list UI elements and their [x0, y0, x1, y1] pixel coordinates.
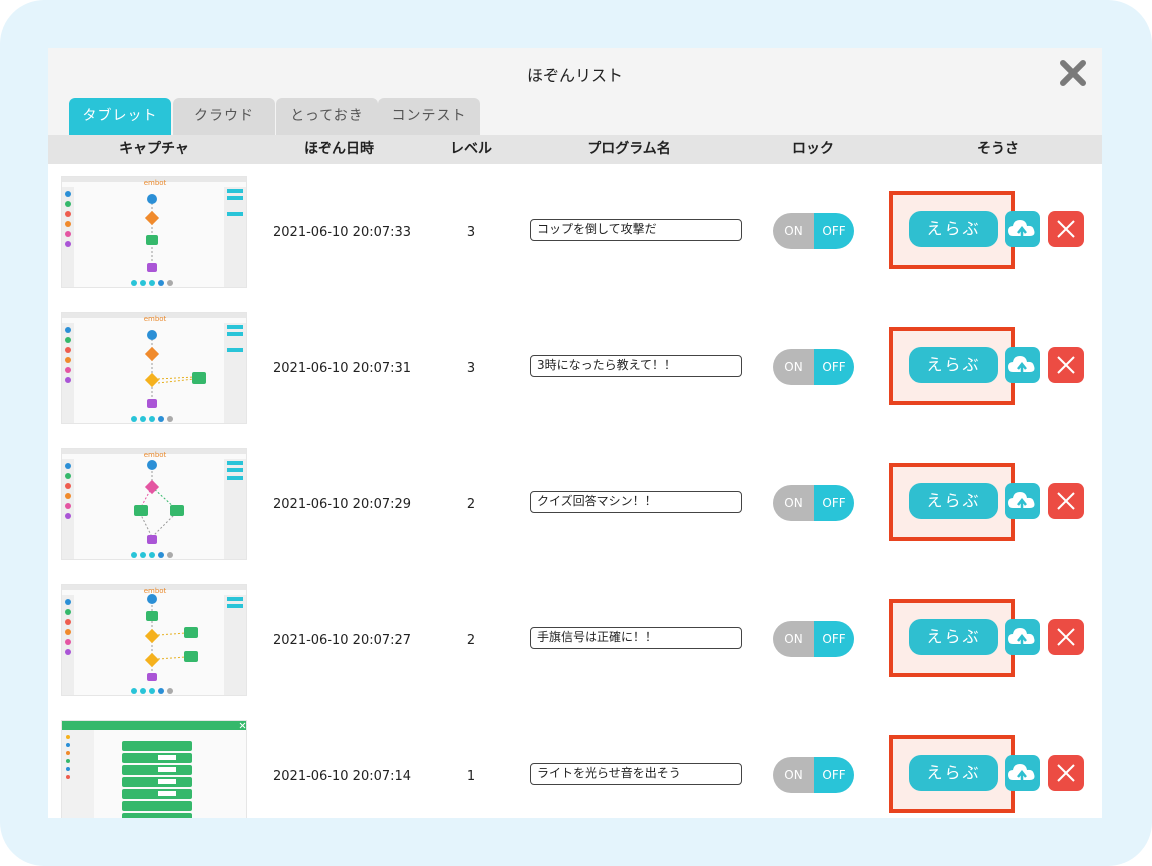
- tab-cloud[interactable]: クラウド: [173, 98, 275, 135]
- table-row: 2021-06-10 20:07:14 1 ライトを光らせ音を出そう ON OF…: [48, 709, 1102, 818]
- embot-logo: embot: [144, 179, 167, 187]
- select-button[interactable]: えらぶ: [909, 483, 998, 519]
- saved-datetime: 2021-06-10 20:07:27: [273, 633, 412, 648]
- embot-logo: embot: [144, 315, 167, 323]
- delete-button[interactable]: [1048, 211, 1084, 247]
- select-button[interactable]: えらぶ: [909, 619, 998, 655]
- saved-datetime: 2021-06-10 20:07:31: [273, 361, 412, 376]
- col-level: レベル: [450, 141, 492, 157]
- level-value: 3: [466, 225, 476, 240]
- delete-button[interactable]: [1048, 347, 1084, 383]
- saved-datetime: 2021-06-10 20:07:14: [273, 769, 412, 784]
- cloud-upload-icon: [1008, 356, 1035, 376]
- saved-datetime: 2021-06-10 20:07:29: [273, 497, 412, 512]
- lock-off-option[interactable]: OFF: [814, 349, 854, 385]
- tab-contest[interactable]: コンテスト: [378, 98, 480, 135]
- table-header: キャプチャ ほぞん日時 レベル プログラム名 ロック そうさ: [48, 135, 1102, 164]
- upload-button[interactable]: [1005, 755, 1040, 791]
- lock-off-option[interactable]: OFF: [814, 213, 854, 249]
- lock-on-option[interactable]: ON: [773, 213, 814, 249]
- program-name-field[interactable]: クイズ回答マシン！！: [530, 491, 742, 513]
- capture-thumbnail[interactable]: embot: [61, 312, 247, 424]
- lock-toggle[interactable]: ON OFF: [773, 485, 854, 521]
- col-program-name: プログラム名: [587, 141, 671, 157]
- upload-button[interactable]: [1005, 347, 1040, 383]
- capture-thumbnail[interactable]: embot: [61, 176, 247, 288]
- close-x-icon: [1057, 492, 1075, 510]
- tab-special[interactable]: とっておき: [276, 98, 378, 135]
- program-name-field[interactable]: コップを倒して攻撃だ: [530, 219, 742, 241]
- table-row: embot 2021-06-10 20:07:33 3 コップを倒して攻撃だ: [48, 165, 1102, 301]
- lock-toggle[interactable]: ON OFF: [773, 349, 854, 385]
- level-value: 3: [466, 361, 476, 376]
- program-name-field[interactable]: 3時になったら教えて！！: [530, 355, 742, 377]
- delete-button[interactable]: [1048, 483, 1084, 519]
- col-saved-at: ほぞん日時: [304, 141, 374, 157]
- program-name-field[interactable]: 手旗信号は正確に！！: [530, 627, 742, 649]
- program-name-field[interactable]: ライトを光らせ音を出そう: [530, 763, 742, 785]
- cloud-upload-icon: [1008, 764, 1035, 784]
- delete-button[interactable]: [1048, 619, 1084, 655]
- lock-on-option[interactable]: ON: [773, 349, 814, 385]
- capture-thumbnail[interactable]: embot: [61, 584, 247, 696]
- lock-off-option[interactable]: OFF: [814, 757, 854, 793]
- embot-logo: embot: [144, 587, 167, 595]
- lock-on-option[interactable]: ON: [773, 757, 814, 793]
- lock-toggle[interactable]: ON OFF: [773, 757, 854, 793]
- level-value: 1: [466, 769, 476, 784]
- save-list-dialog: ほぞんリスト タブレット クラウド とっておき コンテスト キャプチャ ほぞん日…: [48, 48, 1102, 818]
- table-row: embot: [48, 437, 1102, 573]
- lock-toggle[interactable]: ON OFF: [773, 213, 854, 249]
- lock-off-option[interactable]: OFF: [814, 621, 854, 657]
- upload-button[interactable]: [1005, 483, 1040, 519]
- dialog-title: ほぞんリスト: [526, 66, 623, 85]
- select-button[interactable]: えらぶ: [909, 755, 998, 791]
- close-x-icon: [1057, 220, 1075, 238]
- select-button[interactable]: えらぶ: [909, 347, 998, 383]
- capture-thumbnail[interactable]: [61, 720, 247, 818]
- cloud-upload-icon: [1008, 628, 1035, 648]
- close-x-icon: [1057, 764, 1075, 782]
- lock-on-option[interactable]: ON: [773, 621, 814, 657]
- dialog-header: ほぞんリスト タブレット クラウド とっておき コンテスト: [48, 48, 1102, 135]
- table-row: embot 2021-06: [48, 573, 1102, 709]
- level-value: 2: [466, 497, 476, 512]
- capture-thumbnail[interactable]: embot: [61, 448, 247, 560]
- col-capture: キャプチャ: [119, 141, 189, 157]
- level-value: 2: [466, 633, 476, 648]
- select-button[interactable]: えらぶ: [909, 211, 998, 247]
- saved-datetime: 2021-06-10 20:07:33: [273, 225, 412, 240]
- lock-off-option[interactable]: OFF: [814, 485, 854, 521]
- table-row: embot 2021-06-10 20:07: [48, 301, 1102, 437]
- cloud-upload-icon: [1008, 492, 1035, 512]
- lock-toggle[interactable]: ON OFF: [773, 621, 854, 657]
- col-lock: ロック: [792, 141, 834, 157]
- upload-button[interactable]: [1005, 619, 1040, 655]
- upload-button[interactable]: [1005, 211, 1040, 247]
- close-x-icon: [1060, 60, 1086, 86]
- embot-logo: embot: [144, 451, 167, 459]
- close-button[interactable]: [1059, 59, 1087, 87]
- col-actions: そうさ: [977, 141, 1019, 157]
- lock-on-option[interactable]: ON: [773, 485, 814, 521]
- close-x-icon: [1057, 628, 1075, 646]
- cloud-upload-icon: [1008, 220, 1035, 240]
- close-x-icon: [1057, 356, 1075, 374]
- delete-button[interactable]: [1048, 755, 1084, 791]
- tab-tablet[interactable]: タブレット: [69, 98, 171, 135]
